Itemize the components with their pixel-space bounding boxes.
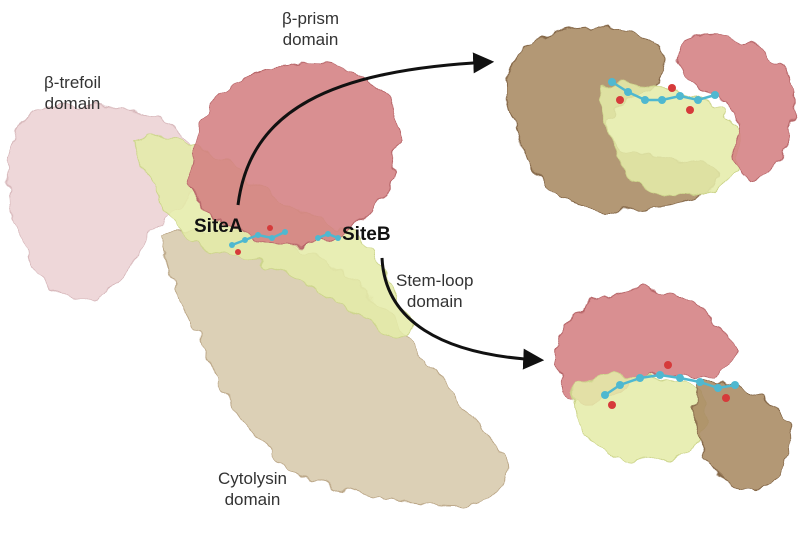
ligand-inset-b: [601, 361, 739, 409]
site-a-red-surface: [677, 33, 795, 179]
site-b-brown-surface: [694, 379, 790, 490]
beta-prism-label-line-2: domain: [282, 30, 339, 49]
site-b-label: SiteB: [342, 224, 391, 245]
arrow-to-site-b-inset: [380, 257, 545, 370]
beta-prism-label-line-1: β-prism: [282, 9, 339, 28]
beta-prism-domain-label: β-prism domain: [282, 8, 339, 50]
site-a-label: SiteA: [194, 216, 243, 237]
site-b-red-surface: [556, 288, 737, 404]
ligand-main-site-b: [315, 231, 341, 241]
stem-loop-label-line-2: domain: [406, 292, 463, 311]
beta-trefoil-domain-label: β-trefoil domain: [44, 72, 101, 114]
site-b-yellow-surface: [573, 375, 708, 462]
stem-loop-label-line-1: Stem-loop: [396, 271, 474, 290]
cytolysin-label-line-2: domain: [224, 490, 281, 509]
beta-prism-domain-surface: [188, 63, 400, 246]
site-b-inset: [556, 288, 790, 490]
ligand-main-site-a: [229, 225, 288, 255]
beta-trefoil-label-line-2: domain: [44, 94, 101, 113]
stem-loop-domain-label: Stem-loop domain: [396, 270, 473, 312]
beta-trefoil-label-line-1: β-trefoil: [44, 73, 102, 92]
cytolysin-label-line-1: Cytolysin: [218, 469, 287, 488]
site-a-inset: [505, 26, 795, 212]
arrow-to-site-a-inset: [236, 52, 495, 206]
cytolysin-domain-label: Cytolysin domain: [218, 468, 287, 510]
ligand-inset-a: [608, 78, 719, 114]
